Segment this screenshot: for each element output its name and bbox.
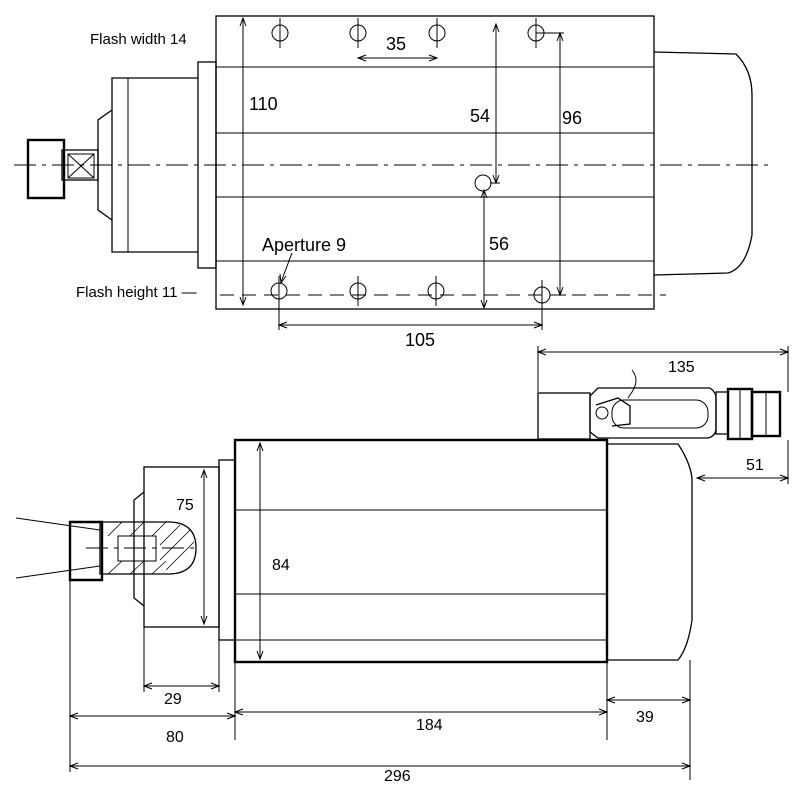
top-body <box>215 15 655 310</box>
cable-connector <box>537 387 782 441</box>
dim-75-label: 75 <box>176 497 194 514</box>
dim-96: 96 <box>536 31 582 297</box>
flash-width-label: Flash width 14 <box>90 31 187 48</box>
dim-39-label: 39 <box>636 709 654 726</box>
side-rear-cap <box>607 443 693 661</box>
dim-105: 105 <box>277 300 544 350</box>
dim-29-label: 29 <box>164 691 182 708</box>
dim-110-label: 110 <box>249 94 278 114</box>
dim-39: 39 <box>605 660 692 780</box>
dim-56: 56 <box>480 188 509 310</box>
dim-35: 35 <box>356 34 439 62</box>
bottom-mounting-holes <box>270 276 551 330</box>
side-flange-plate <box>218 459 236 641</box>
dim-296: 296 <box>68 762 692 785</box>
dim-75: 75 <box>176 468 208 626</box>
dim-54-label: 54 <box>470 106 490 126</box>
side-body <box>233 438 609 664</box>
dim-51-label: 51 <box>746 457 764 474</box>
dim-84: 84 <box>256 441 290 661</box>
top-mounting-holes <box>271 18 545 48</box>
side-collet-section <box>15 517 200 582</box>
dim-96-label: 96 <box>562 108 582 128</box>
dim-29: 29 <box>142 627 221 708</box>
dim-135: 135 <box>536 346 790 399</box>
dim-56-label: 56 <box>489 234 509 254</box>
dim-80-label: 80 <box>166 729 184 746</box>
dim-54: 54 <box>470 22 500 185</box>
dim-110: 110 <box>239 16 278 307</box>
dim-105-label: 105 <box>405 330 435 350</box>
dim-51: 51 <box>695 440 790 484</box>
side-view: 135 51 75 84 <box>15 346 790 785</box>
flash-height-label: Flash height 11 — <box>76 284 197 301</box>
top-rear-cap <box>653 51 753 276</box>
dim-80: 80 <box>68 580 237 772</box>
dim-184-label: 184 <box>416 717 443 734</box>
center-hole <box>474 174 492 192</box>
side-front-housing <box>143 466 220 628</box>
dim-184: 184 <box>233 662 609 740</box>
top-view: 110 35 54 96 <box>14 15 770 350</box>
dim-35-label: 35 <box>386 34 406 54</box>
dim-135-label: 135 <box>668 359 695 376</box>
dim-296-label: 296 <box>384 768 411 785</box>
aperture-callout: Aperture 9 <box>262 235 346 285</box>
aperture-label: Aperture 9 <box>262 235 346 255</box>
top-front-housing <box>111 77 198 253</box>
dim-84-label: 84 <box>272 557 290 574</box>
